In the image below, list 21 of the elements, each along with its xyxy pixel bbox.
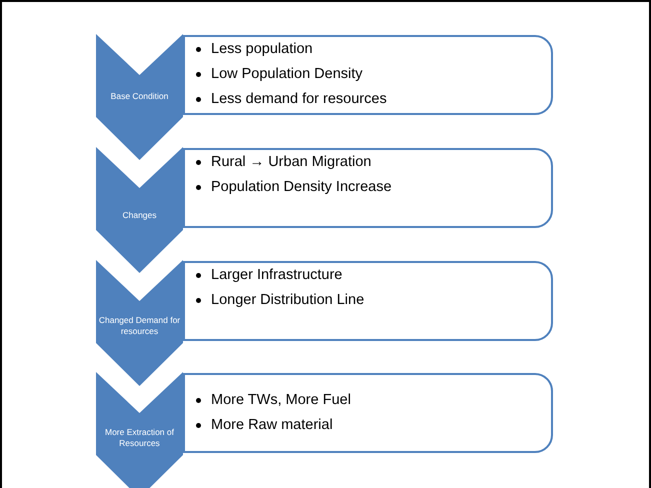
chevron-step xyxy=(96,147,183,273)
step-label: Changed Demand for resources xyxy=(98,315,182,337)
step-label: More Extraction of Resources xyxy=(104,427,175,449)
chevron-step xyxy=(96,260,183,386)
bullet-list-box xyxy=(183,373,553,453)
bullet-item: Less population xyxy=(211,40,313,59)
chevron-step xyxy=(96,34,183,160)
bullet-list-box xyxy=(183,261,553,341)
bullet-item: More TWs, More Fuel xyxy=(211,391,351,410)
bullet-item: Larger Infrastructure xyxy=(211,266,342,285)
bullet-item: Less demand for resources xyxy=(211,90,387,109)
step-label: Base Condition xyxy=(110,91,170,102)
bullet-item: Longer Distribution Line xyxy=(211,291,364,310)
bullet-item: Rural → Urban Migration xyxy=(211,153,372,172)
chevron-step xyxy=(96,372,183,488)
bullet-item: Low Population Density xyxy=(211,65,363,84)
bullet-item: More Raw material xyxy=(211,416,333,435)
bullet-list-box xyxy=(183,35,553,115)
step-label: Changes xyxy=(121,210,158,221)
bullet-list-box xyxy=(183,148,553,228)
bullet-item: Population Density Increase xyxy=(211,178,392,197)
